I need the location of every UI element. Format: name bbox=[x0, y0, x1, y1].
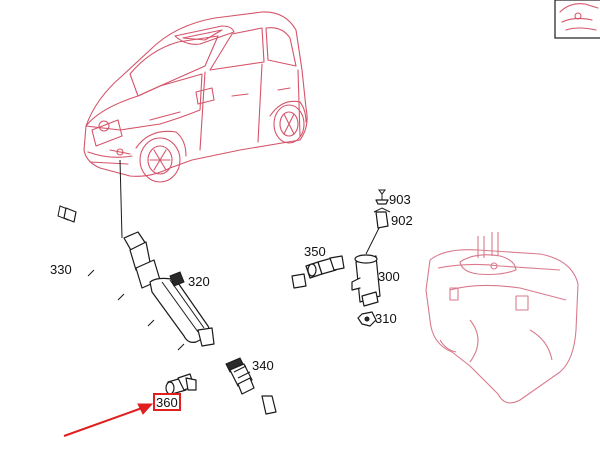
pointer-arrow bbox=[63, 403, 154, 437]
part-360-tee-connector[interactable] bbox=[165, 373, 197, 395]
callout-903: 903 bbox=[389, 192, 411, 207]
callout-320: 320 bbox=[188, 274, 210, 289]
part-350-connector[interactable] bbox=[305, 255, 345, 279]
part-903-screw[interactable] bbox=[375, 189, 389, 205]
part-902-plug[interactable] bbox=[373, 207, 391, 229]
part-310-grommet[interactable] bbox=[357, 311, 377, 327]
part-330-branch[interactable] bbox=[204, 273, 307, 370]
part-300-pump[interactable] bbox=[351, 225, 381, 307]
washer-reservoir bbox=[425, 232, 579, 404]
part-330-hose[interactable] bbox=[33, 202, 280, 416]
callout-350: 350 bbox=[304, 244, 326, 259]
callout-300: 300 bbox=[378, 269, 400, 284]
callout-902: 902 bbox=[391, 213, 413, 228]
highlight-box bbox=[153, 393, 181, 411]
callout-330: 330 bbox=[50, 262, 72, 277]
part-340-valve[interactable] bbox=[225, 357, 255, 395]
vehicle-outline bbox=[83, 11, 308, 183]
callout-340: 340 bbox=[252, 358, 274, 373]
inset-thumbnail[interactable] bbox=[554, 0, 600, 39]
leader-line bbox=[119, 159, 123, 239]
callout-310: 310 bbox=[375, 311, 397, 326]
callout-360: 360 bbox=[156, 395, 178, 410]
part-320-nozzle[interactable] bbox=[123, 231, 215, 347]
